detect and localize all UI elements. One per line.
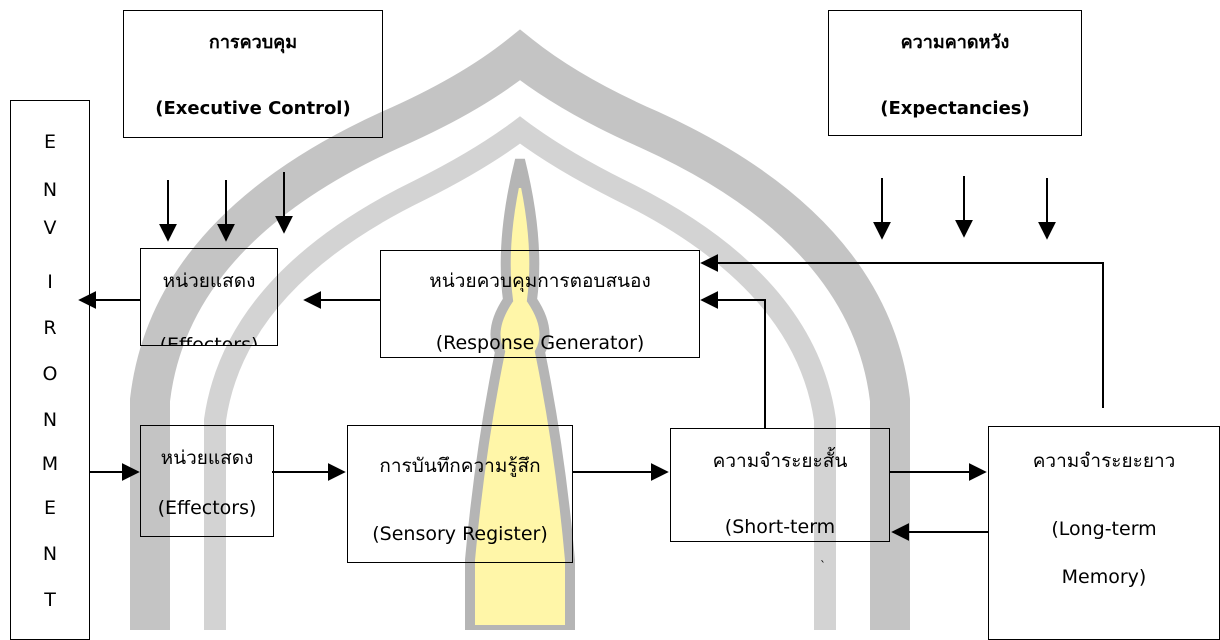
long-term-memory-label-line1: (Long-term [1051,518,1157,540]
environment-letter: T [44,589,56,611]
environment-letter: N [42,409,58,431]
effectors-top-label: (Effectors) [159,334,259,346]
executive-control-label: (Executive Control) [155,98,351,119]
expectancies-label: (Expectancies) [880,98,1030,119]
environment-letter: I [47,271,53,293]
environment-letter: N [42,179,58,201]
expectancies-box: ความคาดหวัง (Expectancies) [828,10,1082,136]
environment-letter: R [43,317,57,339]
sensory-register-box: การบันทึกความรู้สึก (Sensory Register) [347,425,573,563]
effectors-top-box: หน่วยแสดง (Effectors) [140,248,278,346]
environment-letter: E [43,497,56,519]
response-generator-label: (Response Generator) [435,332,645,354]
long-term-memory-label-line2: Memory) [1061,566,1147,588]
long-term-memory-box: ความจำระยะยาว (Long-term Memory) [988,426,1220,640]
environment-letter: E [43,131,56,153]
effectors-bottom-box: หน่วยแสดง (Effectors) [140,425,274,537]
effectors-bottom-label: (Effectors) [157,497,257,519]
effectors-top-thai-label: หน่วยแสดง [162,270,256,292]
short-term-memory-thai-label: ความจำระยะสั้น [712,450,848,472]
executive-control-box: การควบคุม (Executive Control) [123,10,383,138]
sensory-register-thai-label: การบันทึกความรู้สึก [379,455,541,477]
response-generator-thai-label: หน่วยควบคุมการตอบสนอง [429,270,651,292]
executive-control-thai-label: การควบคุม [208,32,298,53]
short-term-memory-label: (Short-term [724,516,836,538]
environment-letter: N [42,543,58,565]
expectancies-thai-label: ความคาดหวัง [900,32,1010,53]
effectors-bottom-thai-label: หน่วยแสดง [160,447,254,469]
environment-letter: O [42,363,58,385]
long-term-memory-thai-label: ความจำระยะยาว [1032,450,1176,472]
environment-letter: V [43,217,57,239]
environment-letter: M [41,453,59,475]
response-generator-box: หน่วยควบคุมการตอบสนอง (Response Generato… [380,250,700,358]
sensory-register-label: (Sensory Register) [372,523,548,545]
short-term-memory-box: ความจำระยะสั้น (Short-term [670,428,890,542]
